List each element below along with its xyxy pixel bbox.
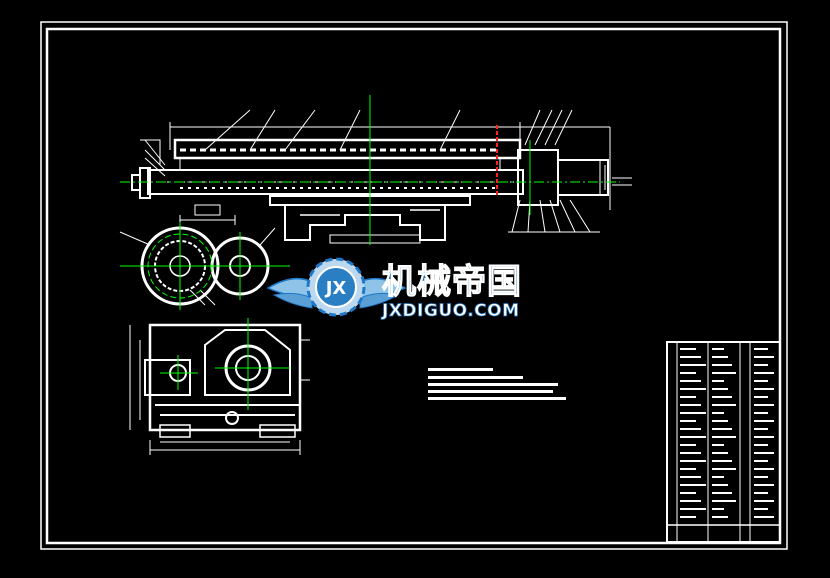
title-block-cell-mark xyxy=(712,500,736,502)
title-block-cell-mark xyxy=(712,380,724,382)
title-block-cell-mark xyxy=(754,476,768,478)
title-block-cell-mark xyxy=(754,380,768,382)
title-block-cell-mark xyxy=(754,436,774,438)
title-block-cell-mark xyxy=(680,516,696,518)
technical-notes xyxy=(428,368,566,400)
title-block-cell-mark xyxy=(754,388,774,390)
title-block-cell-mark xyxy=(712,356,728,358)
title-block-cell-mark xyxy=(754,500,774,502)
title-block-cell-mark xyxy=(754,460,768,462)
title-block-cell-mark xyxy=(754,372,774,374)
title-block-cell-mark xyxy=(754,420,774,422)
title-block-cell-mark xyxy=(754,396,768,398)
title-block-cell-mark xyxy=(754,412,768,414)
title-block-cell-mark xyxy=(712,364,732,366)
watermark-brand-cn: 机械帝国 xyxy=(382,262,522,302)
title-block-cell-mark xyxy=(680,468,696,470)
title-block-cell-mark xyxy=(712,452,728,454)
title-block-cell-mark xyxy=(680,348,696,350)
title-block-cell-mark xyxy=(754,348,768,350)
title-block-cell-mark xyxy=(680,388,706,390)
gear-center-lines xyxy=(120,222,290,310)
title-block-cell-mark xyxy=(712,444,724,446)
title-block-cell-mark xyxy=(680,404,701,406)
title-block-cell-mark xyxy=(680,428,701,430)
title-block-cell-mark xyxy=(712,404,736,406)
right-arrow-marks xyxy=(612,177,632,186)
title-block xyxy=(666,341,781,543)
title-block-cell-mark xyxy=(754,468,774,470)
title-block-cell-mark xyxy=(680,484,706,486)
title-block-cell-mark xyxy=(712,436,736,438)
title-block-cell-mark xyxy=(754,404,774,406)
title-block-cell-mark xyxy=(754,356,774,358)
title-block-cell-mark xyxy=(712,412,724,414)
title-block-cell-mark xyxy=(680,508,706,510)
title-block-cell-mark xyxy=(712,348,724,350)
watermark-brand-url: JXDIGUO.COM xyxy=(381,301,520,321)
title-block-cell-mark xyxy=(680,372,696,374)
title-block-cell-mark xyxy=(754,452,774,454)
emblem-letters: JX xyxy=(324,278,347,299)
title-block-cell-mark xyxy=(712,492,732,494)
title-block-cell-mark xyxy=(680,452,701,454)
outer-sheet-border xyxy=(40,21,788,550)
title-block-cell-mark xyxy=(680,460,706,462)
title-block-cell-mark xyxy=(754,508,768,510)
title-block-cell-mark xyxy=(712,428,732,430)
title-block-cell-mark xyxy=(712,508,724,510)
title-block-cell-mark xyxy=(680,412,706,414)
title-block-cell-mark xyxy=(712,516,728,518)
title-block-cell-mark xyxy=(680,364,706,366)
watermark-logo: JX xyxy=(266,257,407,317)
title-block-cell-mark xyxy=(754,492,768,494)
title-block-cell-mark xyxy=(754,428,768,430)
title-block-cell-mark xyxy=(712,468,736,470)
title-block-cell-mark xyxy=(754,516,774,518)
gearbox-center-lines xyxy=(160,318,290,410)
title-block-cell-mark xyxy=(680,420,696,422)
title-block-cell-mark xyxy=(680,436,706,438)
title-block-cell-mark xyxy=(712,396,732,398)
title-block-cell-mark xyxy=(754,364,768,366)
title-block-cell-mark xyxy=(680,444,696,446)
title-block-cell-mark xyxy=(680,492,696,494)
title-block-cell-mark xyxy=(754,444,768,446)
title-block-cell-mark xyxy=(712,372,736,374)
title-block-cell-mark xyxy=(680,356,701,358)
title-block-cell-mark xyxy=(712,388,728,390)
title-block-cell-mark xyxy=(680,500,701,502)
inner-drawing-border xyxy=(45,27,782,545)
title-block-rows xyxy=(680,348,774,518)
title-block-cell-mark xyxy=(754,484,774,486)
title-block-cell-mark xyxy=(712,476,724,478)
title-block-cell-mark xyxy=(680,380,701,382)
title-block-cell-mark xyxy=(712,420,728,422)
main-view-center-lines xyxy=(120,95,620,245)
title-block-cell-mark xyxy=(680,476,701,478)
title-block-cell-mark xyxy=(712,460,732,462)
title-block-cell-mark xyxy=(680,396,696,398)
title-block-cell-mark xyxy=(712,484,728,486)
